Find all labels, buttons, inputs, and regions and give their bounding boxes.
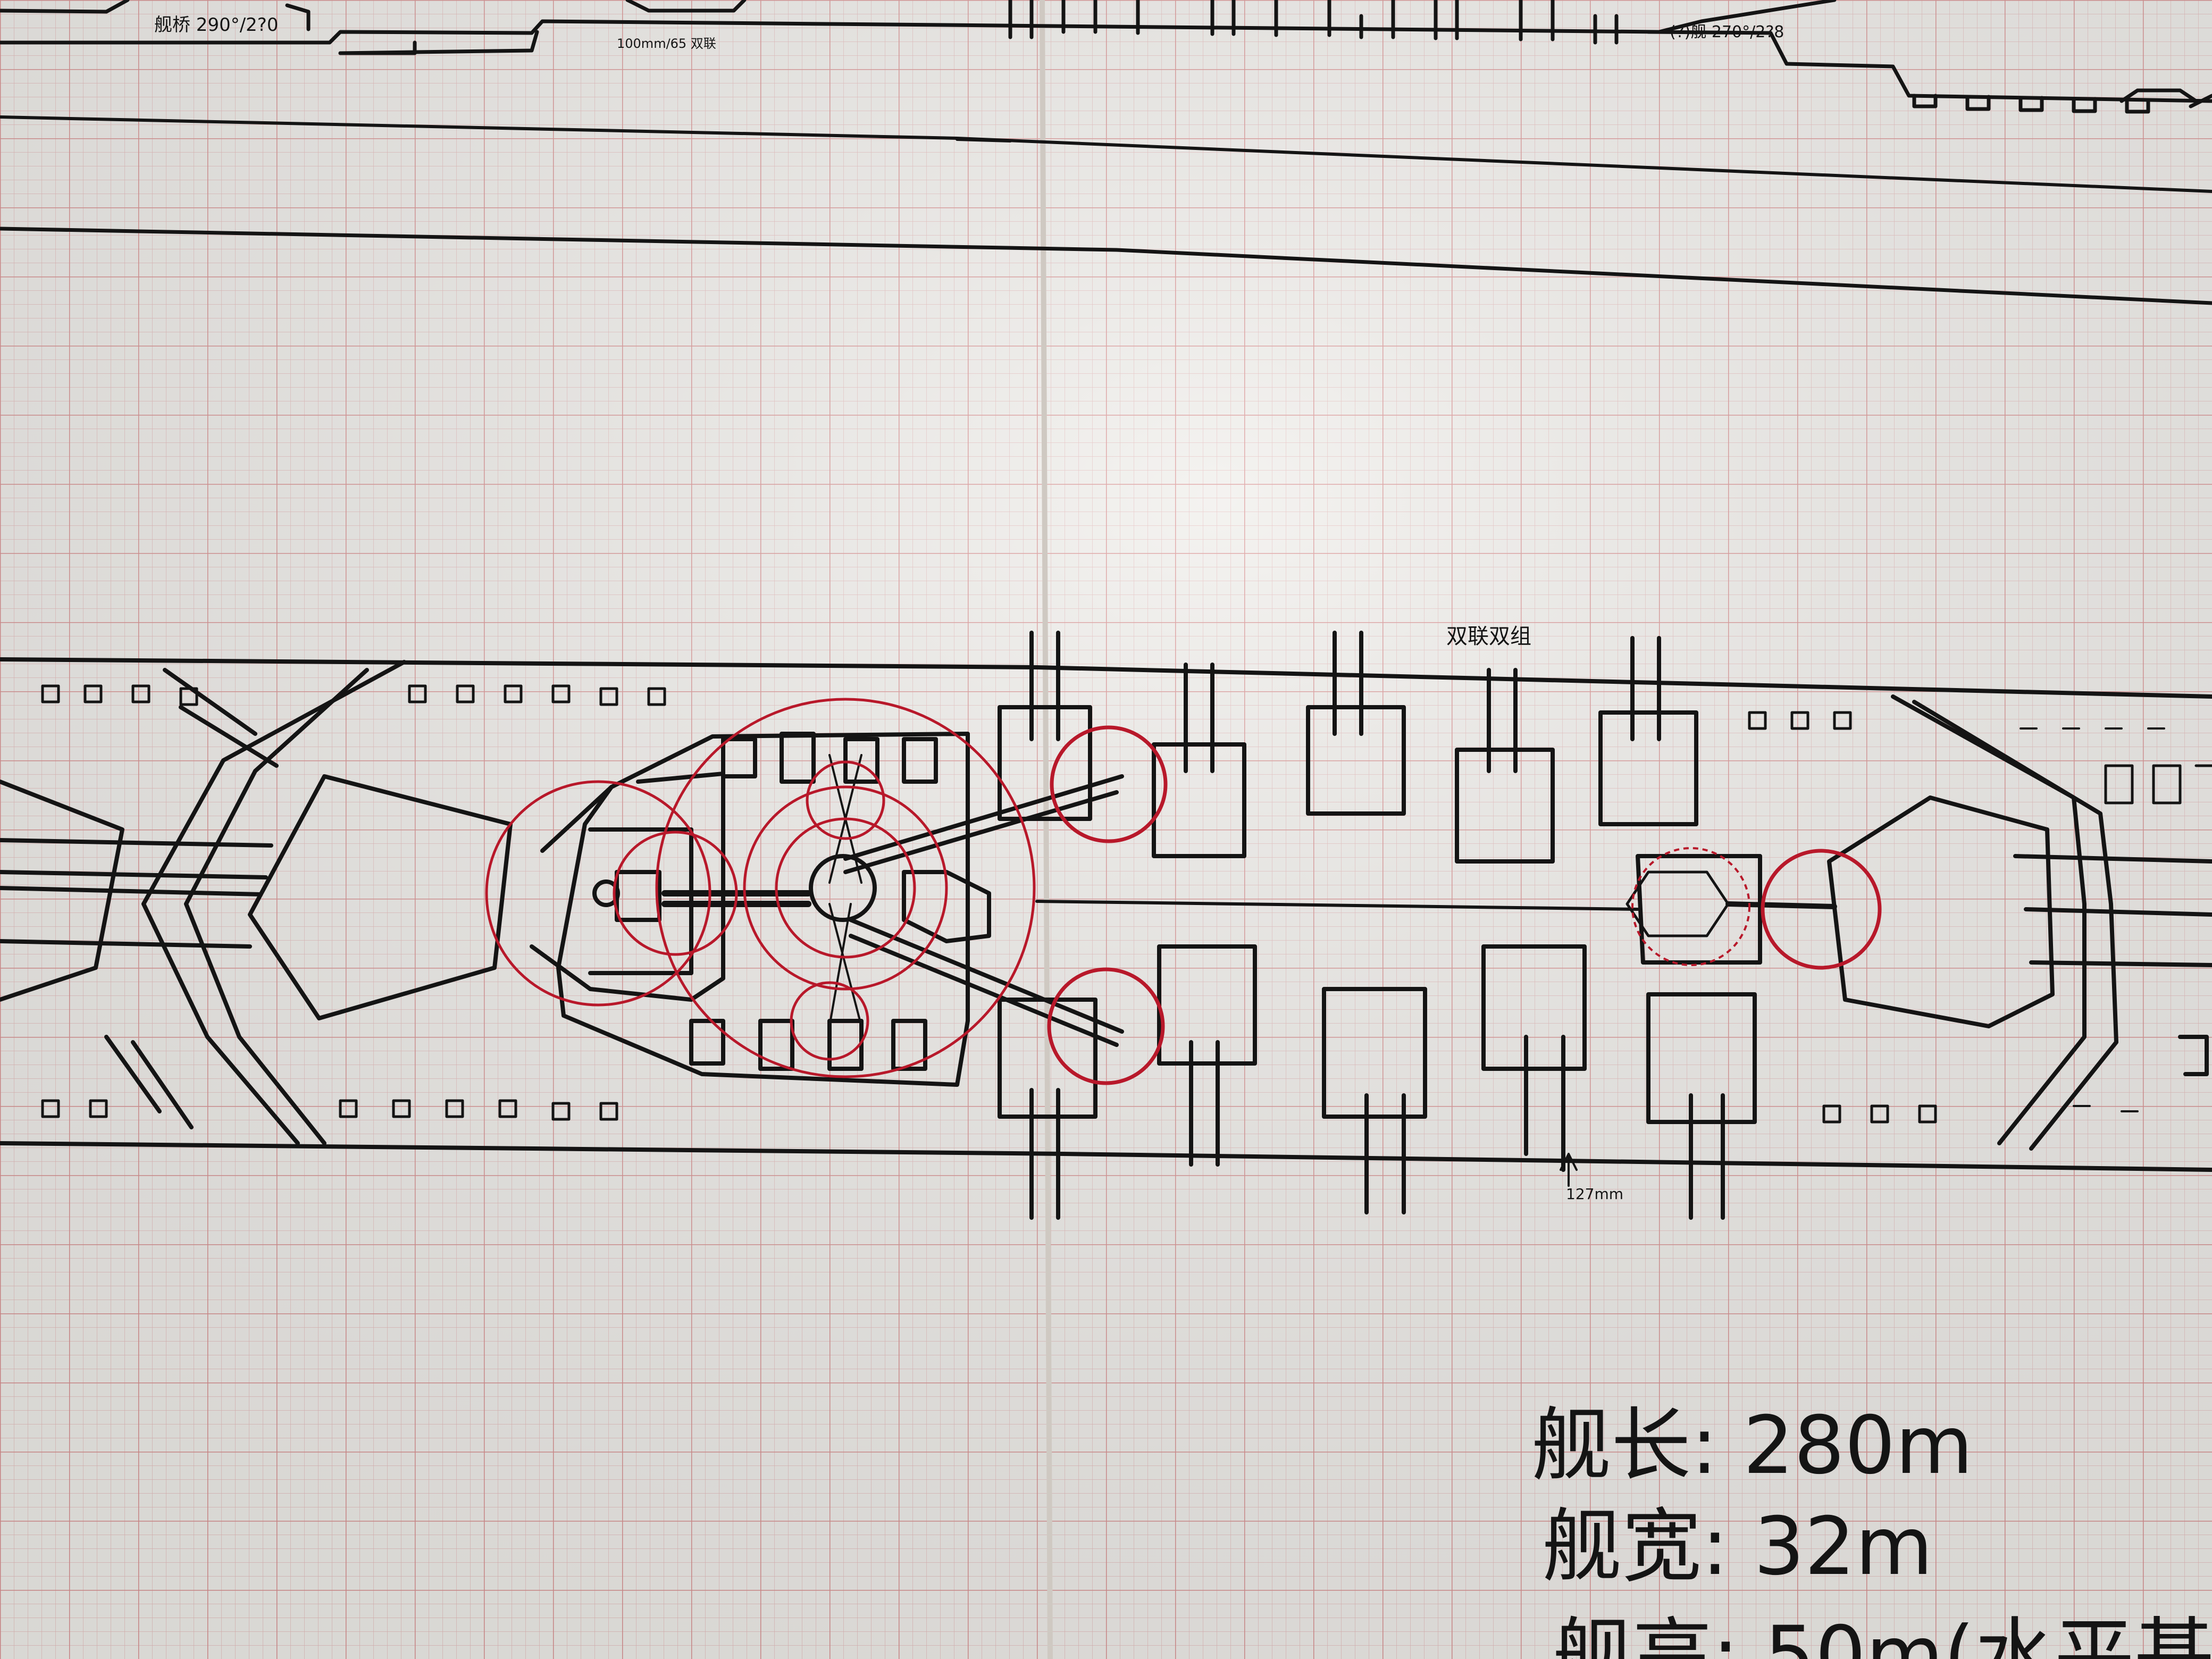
aft-hexagon	[1827, 795, 2055, 1028]
mount-top-5	[1598, 710, 1698, 826]
spec-length: 舰长: 280m	[1531, 1400, 1973, 1492]
mount-top-4	[1455, 748, 1555, 864]
hull-top-line	[0, 657, 2212, 699]
main-turret-arc	[655, 698, 1036, 1078]
gun-barrel-upper	[843, 774, 1124, 874]
top-note-center: 100mm/65 双联	[617, 36, 716, 51]
spec-third-line: 舰高: 50m(水平基线)	[1553, 1610, 2212, 1659]
top-note-left: 舰桥 290°/2?0	[154, 14, 278, 36]
paper-fold	[1040, 0, 1053, 1659]
main-gun-pivot	[809, 854, 877, 922]
mount-bottom-4	[1481, 944, 1587, 1071]
side-elevation-drawing	[0, 0, 2212, 305]
gun-barrel-lower	[849, 918, 1124, 1047]
turret-barbette	[556, 732, 970, 1087]
caliber-label: 127mm	[1566, 1185, 1623, 1203]
spec-block: 舰长: 280m 舰宽: 32m 舰高: 50m(水平基线)	[1531, 1400, 2212, 1659]
hull-bottom-line	[0, 1141, 2212, 1172]
plan-view-drawing	[0, 631, 2212, 1220]
gun-arc-circles	[485, 698, 1882, 1085]
spec-beam: 舰宽: 32m	[1542, 1501, 1933, 1593]
twin-mount-label: 双联双组	[1446, 624, 1531, 649]
mount-bottom-2	[1157, 944, 1257, 1066]
mount-top-3	[1306, 705, 1406, 816]
top-note-right: (?)舰 270°/2?8	[1670, 23, 1784, 41]
forward-hexagon	[248, 774, 513, 1020]
mount-bottom-1	[998, 998, 1097, 1119]
mount-bottom-5	[1646, 992, 1757, 1124]
mount-bottom-3	[1322, 987, 1427, 1119]
